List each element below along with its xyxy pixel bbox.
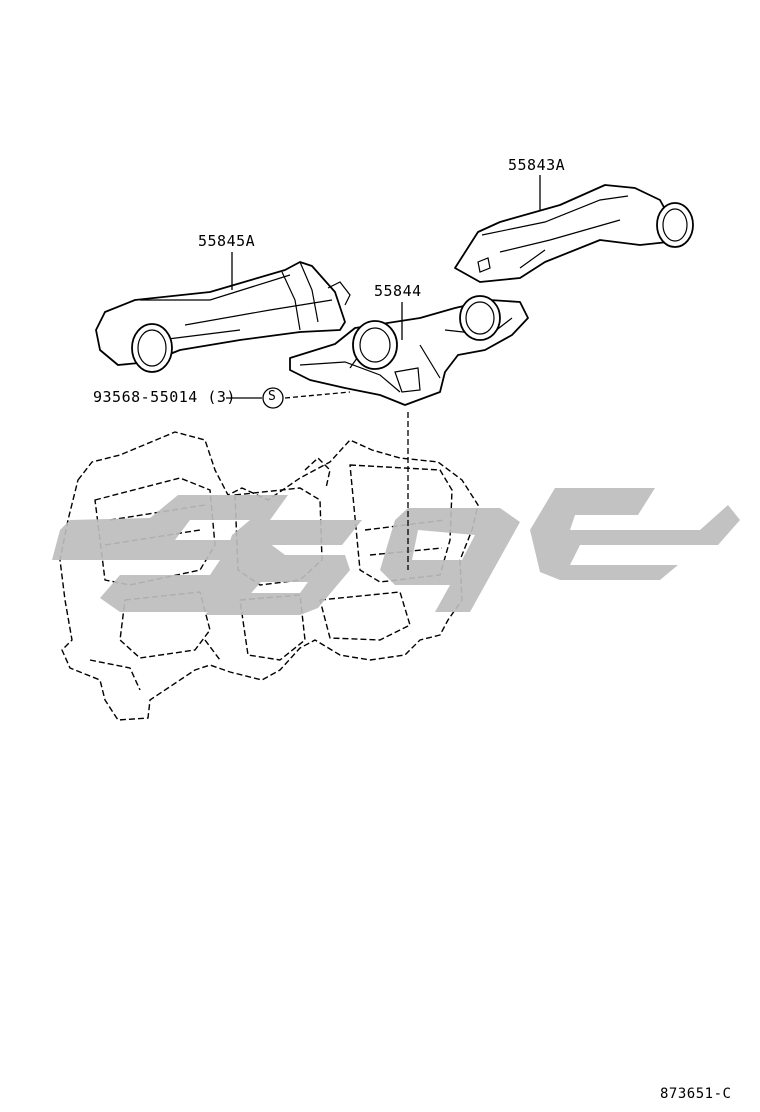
callout-screw-part-number: 93568-55014 (3) (93, 388, 236, 406)
duct-55845a (95, 261, 351, 373)
screw-symbol-letter: S (268, 389, 277, 404)
watermark-logo (52, 488, 740, 615)
leader-lines (226, 175, 541, 570)
screw-symbol-circle (262, 387, 284, 409)
callout-55845a: 55845A (198, 232, 256, 250)
figure-code: 873651-C (660, 1086, 732, 1102)
callout-55843a: 55843A (508, 156, 566, 174)
duct-55843a (454, 184, 694, 283)
duct-55844 (289, 295, 529, 406)
callout-55844: 55844 (374, 282, 422, 300)
